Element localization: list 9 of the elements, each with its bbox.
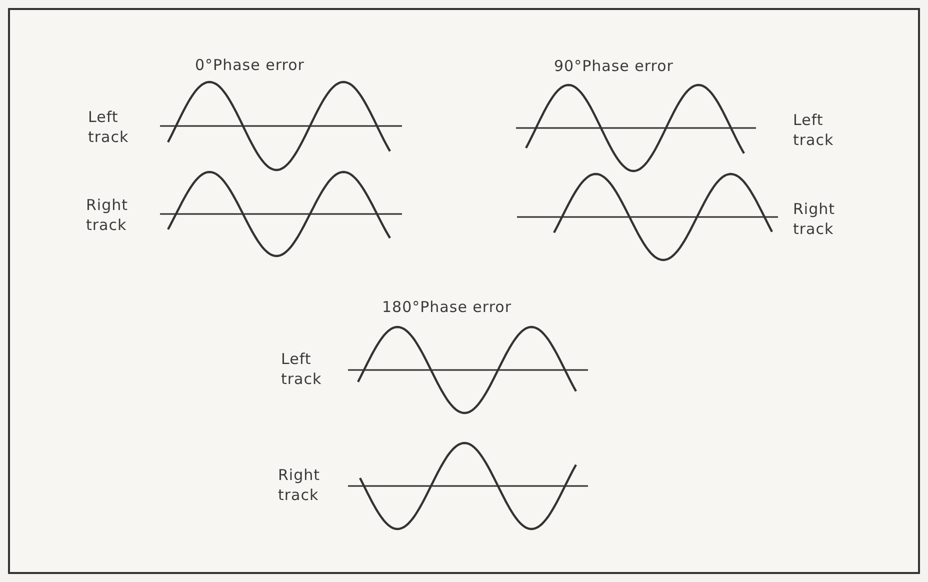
track-label: Right track [793,199,836,239]
panel-title: 90°Phase error [554,56,674,76]
track-label: Left track [281,349,323,389]
panel-title: 0°Phase error [195,55,304,75]
track-label: Left track [88,107,130,147]
track-label: Left track [793,110,835,150]
track-label: Right track [86,195,129,235]
panel-title: 180°Phase error [382,297,512,317]
track-label: Right track [278,465,321,505]
